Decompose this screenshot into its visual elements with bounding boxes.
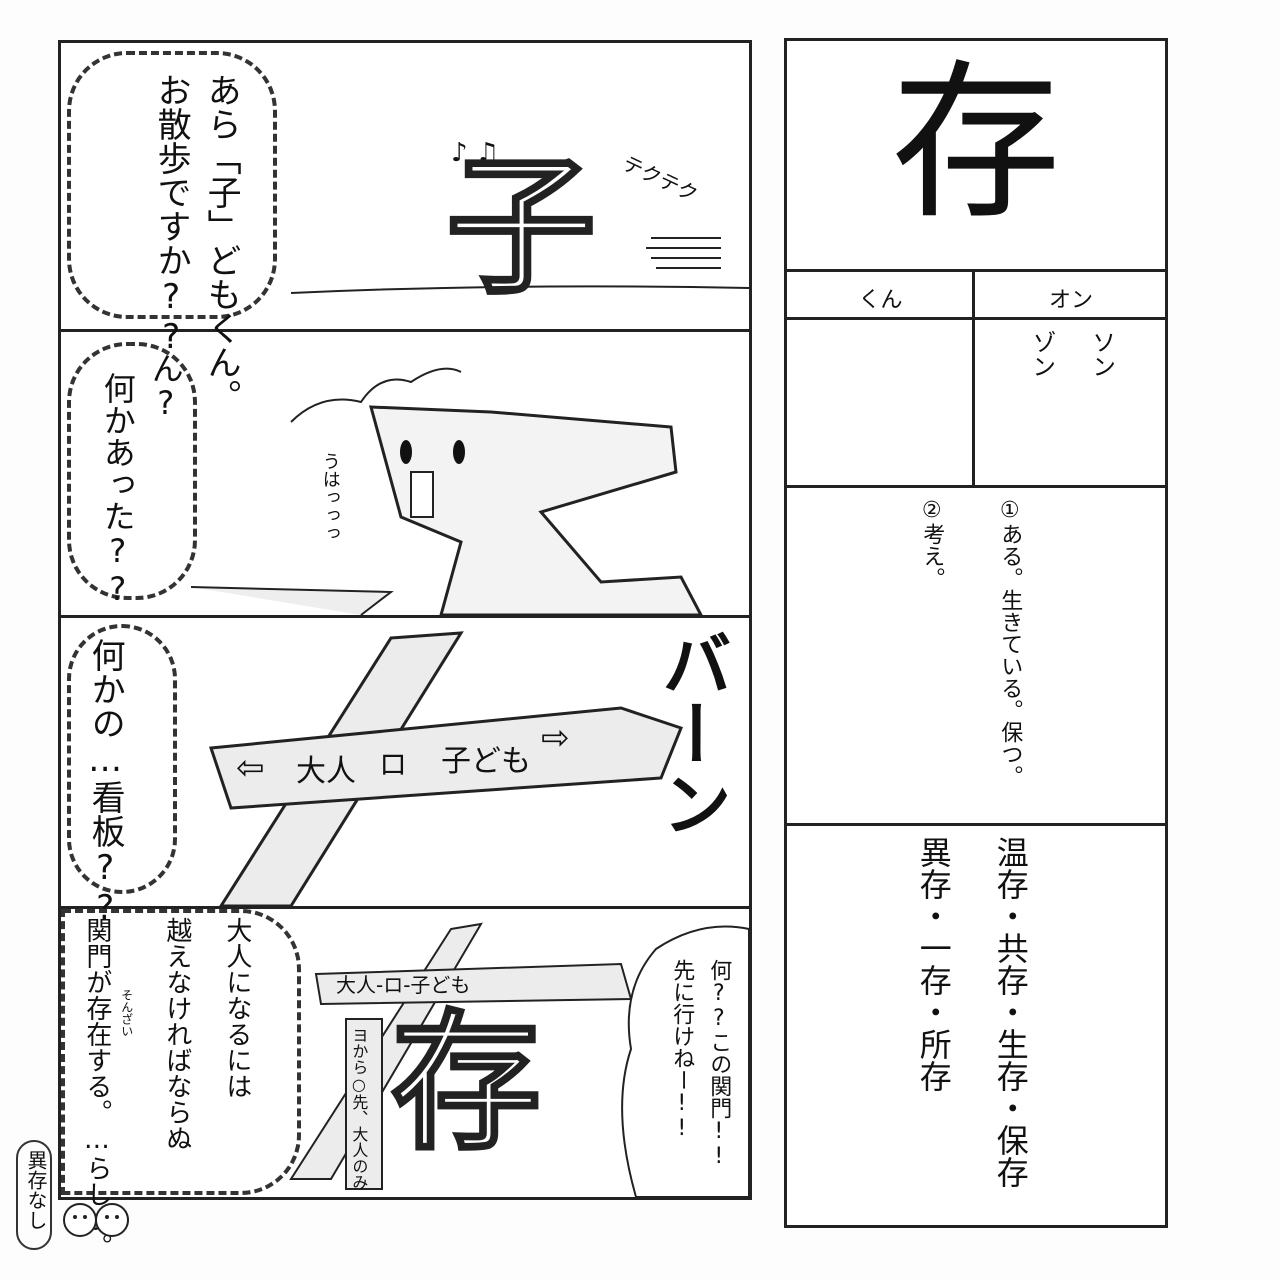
- sign-label-mid: ロ: [379, 748, 408, 781]
- reading-body-row: ソン ゾン: [787, 320, 1165, 488]
- gate-post-text: ヨから○先、大人のみ: [349, 1027, 369, 1190]
- speech-bubble: [67, 624, 177, 894]
- meaning-2: ②考え。: [919, 498, 945, 589]
- surprised-character: [190, 367, 704, 617]
- mascot-faces-icon: [63, 1203, 129, 1237]
- reading-divider: [972, 272, 975, 488]
- comic-panel-2: ん? 何かあった?? うはっっっ: [61, 332, 749, 618]
- narration-line-2: 越えなければならぬ: [161, 917, 192, 1151]
- sign-label-adult: 大人: [296, 754, 356, 789]
- speech-line-1: あら「子」どもくん。: [201, 73, 242, 413]
- meaning-1: ①ある。生きている。保つ。: [997, 498, 1023, 787]
- narration-furigana: そんざい: [119, 989, 134, 1037]
- speech-line-2: お散歩ですか??: [151, 73, 192, 357]
- kun-header: くん: [858, 288, 903, 313]
- speech-line-1: 何かの…看板??: [85, 638, 126, 928]
- speech-bubble: [67, 342, 197, 600]
- comic-panel-1: あら「子」どもくん。 お散歩ですか?? ♪ ♫ テクテク 子: [61, 43, 750, 413]
- on-reading-2: ゾン: [1027, 330, 1056, 378]
- sfx-mumble: うはっっっ: [319, 452, 341, 542]
- compound-line-1: 温存・共存・生存・保存: [991, 836, 1030, 1188]
- music-notes: ♪ ♫: [451, 138, 500, 168]
- meanings-cell: ①ある。生きている。保つ。 ②考え。: [787, 488, 1165, 826]
- footer-stamp-text: 異存なし: [24, 1150, 48, 1230]
- kanji-card: [784, 38, 1168, 1228]
- footer-stamp: 異存なし: [16, 1140, 52, 1250]
- narration-bubble: [61, 909, 301, 1195]
- gate-sign: [289, 922, 750, 1198]
- comic-panel-4: 関門が存在する。…らしい。 そんざい 越えなければならぬ 大人になるには 大人-…: [61, 909, 750, 1259]
- kanji-main: 存: [890, 45, 1061, 243]
- speed-lines: [290, 237, 750, 294]
- speech-line-1: ん?: [146, 352, 185, 422]
- character-ko: 子: [444, 141, 597, 315]
- narration-line-1: 関門が存在する。…らしい。: [81, 917, 112, 1259]
- character-son: 存: [389, 997, 542, 1171]
- speech-line-1: 何??この関門!!: [706, 959, 732, 1169]
- on-header: オン: [1048, 288, 1093, 313]
- narration-line-3: 大人になるには: [221, 917, 252, 1099]
- speech-bubble: [67, 51, 277, 319]
- kun-readings: [787, 320, 974, 485]
- sign-arrow-right-icon: ⇨: [541, 718, 570, 758]
- sign-label-child: 子ども: [441, 744, 531, 779]
- sign-arrow-left-icon: ⇦: [236, 748, 265, 788]
- speech-line-2: 何かあった??: [98, 372, 137, 608]
- reading-header-row: くん オン: [787, 272, 1165, 320]
- speech-line-2: 先に行けねー!!: [669, 959, 695, 1141]
- comic-panel-3: 何かの…看板?? ⇦ 大人 ロ 子ども ⇨ バーン: [61, 618, 749, 928]
- signpost: [208, 631, 683, 908]
- sfx-baan: バーン: [650, 628, 733, 838]
- compounds-cell: 温存・共存・生存・保存 異存・一存・所存: [787, 826, 1165, 1225]
- compound-line-2: 異存・一存・所存: [914, 836, 953, 1092]
- kanji-cell: 存: [787, 41, 1165, 272]
- gate-sign-label: 大人-ロ-子ども: [336, 973, 471, 997]
- on-reading-1: ソン: [1087, 330, 1116, 378]
